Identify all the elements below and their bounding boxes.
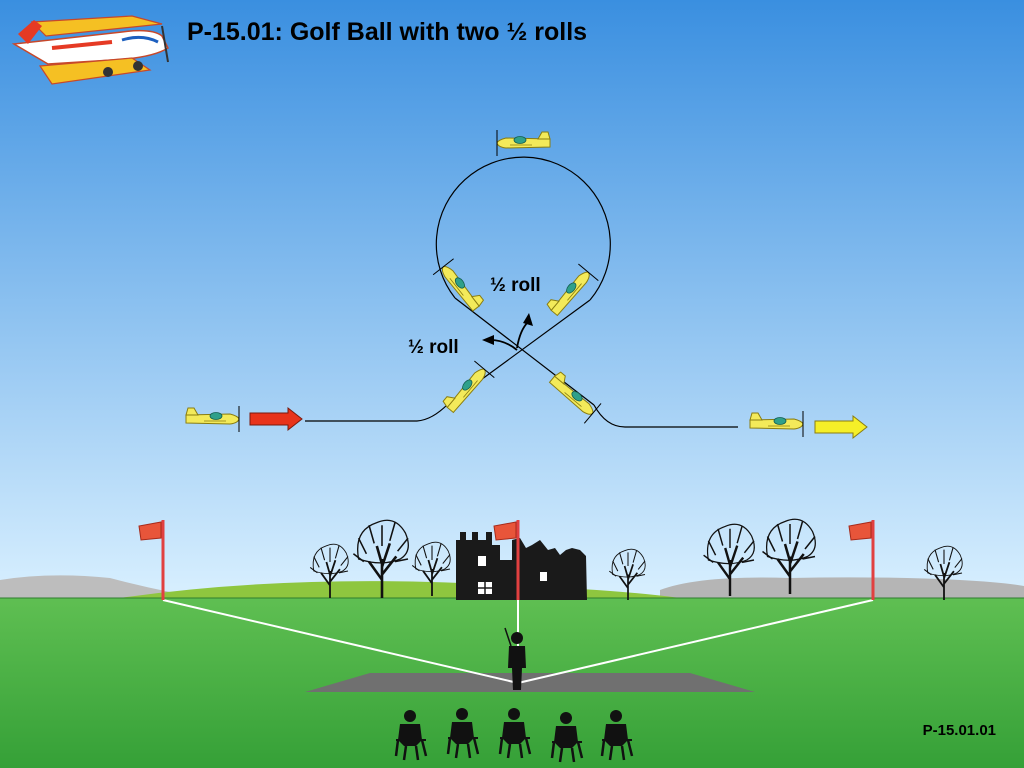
roll-label-upper: ½ roll: [490, 275, 541, 296]
runway: [305, 673, 755, 692]
hill-left: [0, 575, 170, 600]
sight-line-right: [517, 599, 874, 684]
ruin-icon: [456, 532, 587, 600]
entry-arrow: [249, 406, 303, 432]
logo-airplane-icon: [11, 15, 169, 85]
roll-label-lower: ½ roll: [408, 337, 459, 358]
roll-arrow-lower: [482, 335, 518, 351]
roll-arrow-upper: [516, 313, 533, 349]
page-title: P-15.01: Golf Ball with two ½ rolls: [187, 18, 588, 46]
sight-line-left: [162, 599, 519, 684]
exit-arrow: [814, 414, 868, 440]
pilot-icon: [504, 627, 526, 690]
sky-background: [0, 0, 1024, 600]
hill-right: [660, 577, 1024, 600]
slide-code: P-15.01.01: [922, 722, 996, 739]
